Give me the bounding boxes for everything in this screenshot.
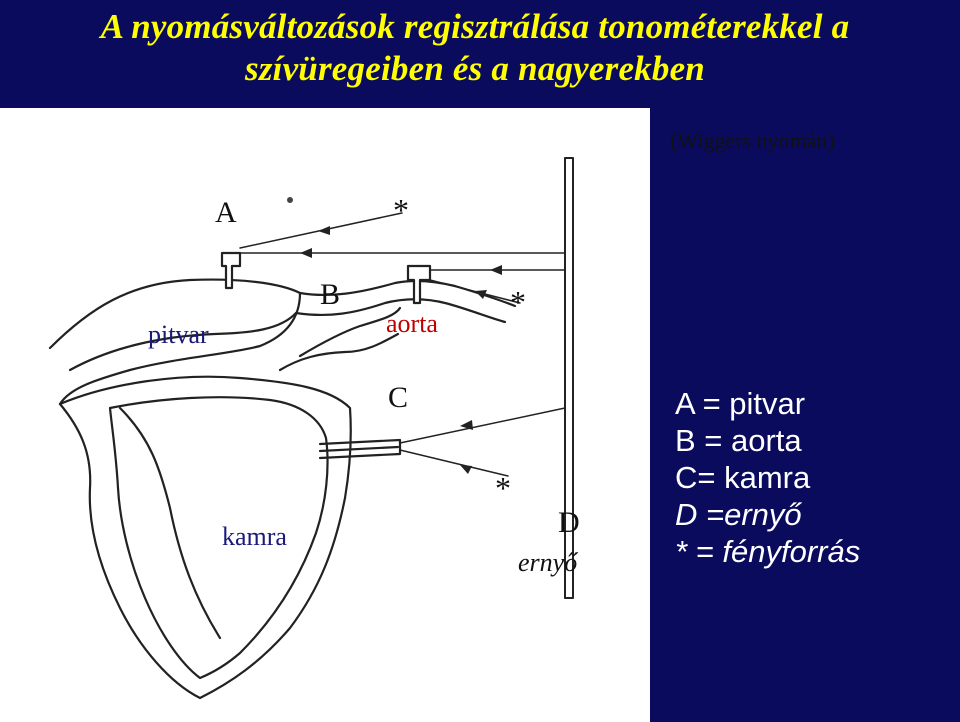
legend-item-c: C= kamra	[675, 460, 811, 495]
title-line-1: A nyomásváltozások regisztrálása tonomét…	[100, 7, 850, 46]
tonometer-A	[220, 251, 242, 290]
ventricle-inner	[108, 396, 329, 680]
beam-C-1	[399, 407, 566, 444]
aorta-inner	[294, 298, 507, 324]
label-B: B	[320, 278, 341, 311]
ventricle-outer	[58, 375, 352, 700]
label-aorta: aorta	[386, 309, 438, 338]
label-A: A	[215, 196, 237, 229]
septum	[118, 406, 222, 640]
aorta-lower	[298, 306, 402, 358]
tonometer-B	[406, 264, 432, 305]
legend-item-d: D =ernyő	[675, 497, 802, 532]
diagram-drawing	[48, 157, 574, 700]
label-star-1: *	[393, 192, 409, 228]
aorta-lower-2	[278, 332, 400, 372]
legend-item-b: B = aorta	[675, 423, 802, 458]
label-D: D	[558, 506, 580, 539]
label-C: C	[388, 381, 409, 414]
atrium-inner	[68, 311, 298, 372]
tonometer-C	[318, 438, 402, 460]
title-line-2: szívüregeiben és a nagyerekben	[245, 49, 705, 88]
slide-title: A nyomásváltozások regisztrálása tonomét…	[0, 0, 960, 90]
legend-item-star: * = fényforrás	[675, 534, 861, 569]
legend: A = pitvar B = aorta C= kamra D =ernyő *…	[675, 385, 860, 570]
label-star-2: *	[510, 284, 526, 320]
atrium-outline	[48, 278, 302, 406]
legend-item-a: A = pitvar	[675, 386, 806, 421]
light-dot	[287, 197, 293, 203]
heart-tonometer-diagram: A * B * pitvar aorta C * D ernyő kamra	[0, 108, 650, 722]
label-star-3: *	[495, 470, 511, 506]
figure-credit: (Wiggers nyomán)	[670, 128, 835, 153]
label-pitvar: pitvar	[148, 320, 209, 349]
label-erny: ernyő	[518, 548, 578, 577]
beam-B-2	[429, 279, 521, 304]
label-kamra: kamra	[222, 522, 287, 551]
screen-D	[564, 157, 574, 599]
beam-C-2	[399, 449, 509, 477]
